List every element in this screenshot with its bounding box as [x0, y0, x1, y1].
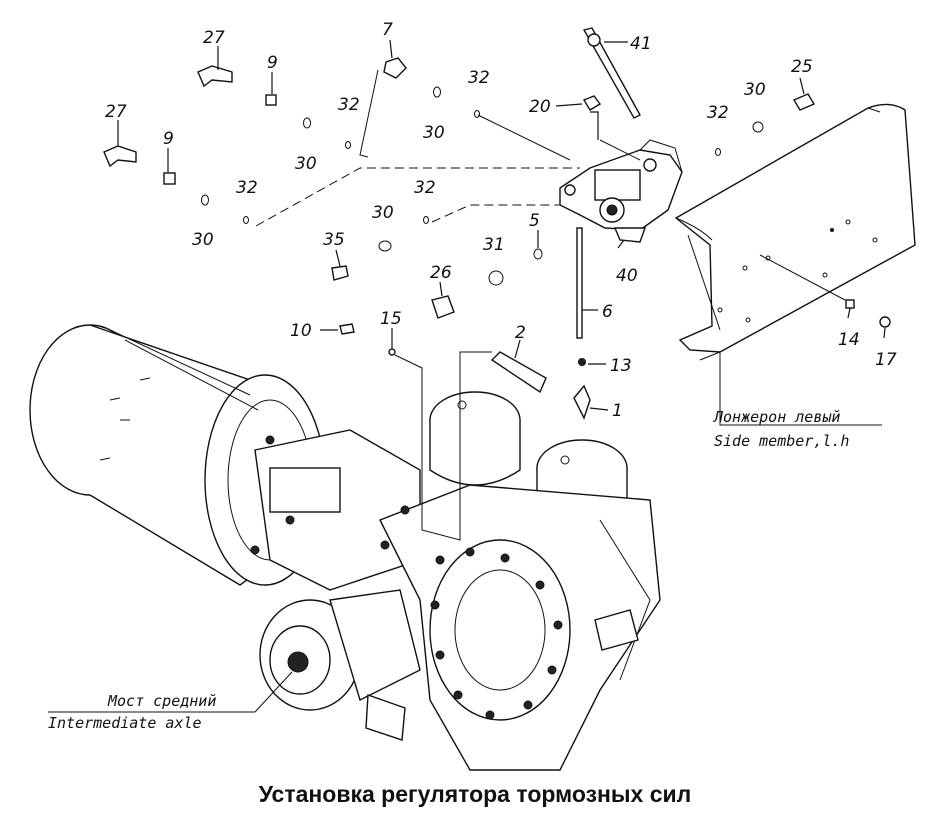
fittings-drawing [103, 57, 891, 420]
callout-30: 30 [744, 80, 766, 100]
callout-32: 32 [414, 178, 436, 198]
callout-10: 10 [290, 321, 312, 341]
callout-numbers: 27 9 7 41 32 30 30 32 20 32 30 25 27 9 3… [105, 20, 897, 421]
callout-30: 30 [372, 203, 394, 223]
side-member-label-ru: Лонжерон левый [712, 408, 840, 426]
callout-27: 27 [105, 102, 127, 122]
callout-7: 7 [382, 20, 393, 40]
lever-41-drawing [582, 27, 641, 119]
callout-9: 9 [163, 129, 174, 149]
callout-20: 20 [529, 97, 551, 117]
callout-30: 30 [423, 123, 445, 143]
axle-label-ru: Мост средний [107, 692, 216, 710]
callout-1: 1 [612, 401, 623, 421]
callout-6: 6 [602, 302, 613, 322]
callout-27: 27 [203, 28, 225, 48]
page-title: Установка регулятора тормозных сил [258, 781, 692, 807]
callout-17: 17 [875, 350, 897, 370]
callout-32: 32 [468, 68, 490, 88]
brake-force-regulator-drawing [559, 139, 683, 243]
callout-30: 30 [192, 230, 214, 250]
intermediate-axle-drawing [29, 324, 661, 771]
callout-14: 14 [838, 330, 860, 350]
axle-label-en: Intermediate axle [48, 714, 202, 732]
callout-32: 32 [707, 103, 729, 123]
side-member-drawing [674, 103, 916, 426]
bolt-heads [250, 435, 563, 720]
callout-40: 40 [616, 266, 638, 286]
callout-32: 32 [338, 95, 360, 115]
callout-41: 41 [630, 34, 652, 54]
callout-30: 30 [295, 154, 317, 174]
callout-9: 9 [267, 53, 278, 73]
callout-35: 35 [323, 230, 345, 250]
callout-32: 32 [236, 178, 258, 198]
callout-31: 31 [483, 235, 505, 255]
callout-15: 15 [380, 309, 402, 329]
callout-13: 13 [610, 356, 632, 376]
callout-26: 26 [430, 263, 452, 283]
callout-25: 25 [791, 57, 813, 77]
leader-lines [48, 39, 886, 713]
side-member-label-en: Side member,l.h [714, 432, 849, 450]
callout-2: 2 [515, 323, 526, 343]
rod-6-drawing [576, 227, 583, 339]
callout-5: 5 [529, 211, 540, 231]
